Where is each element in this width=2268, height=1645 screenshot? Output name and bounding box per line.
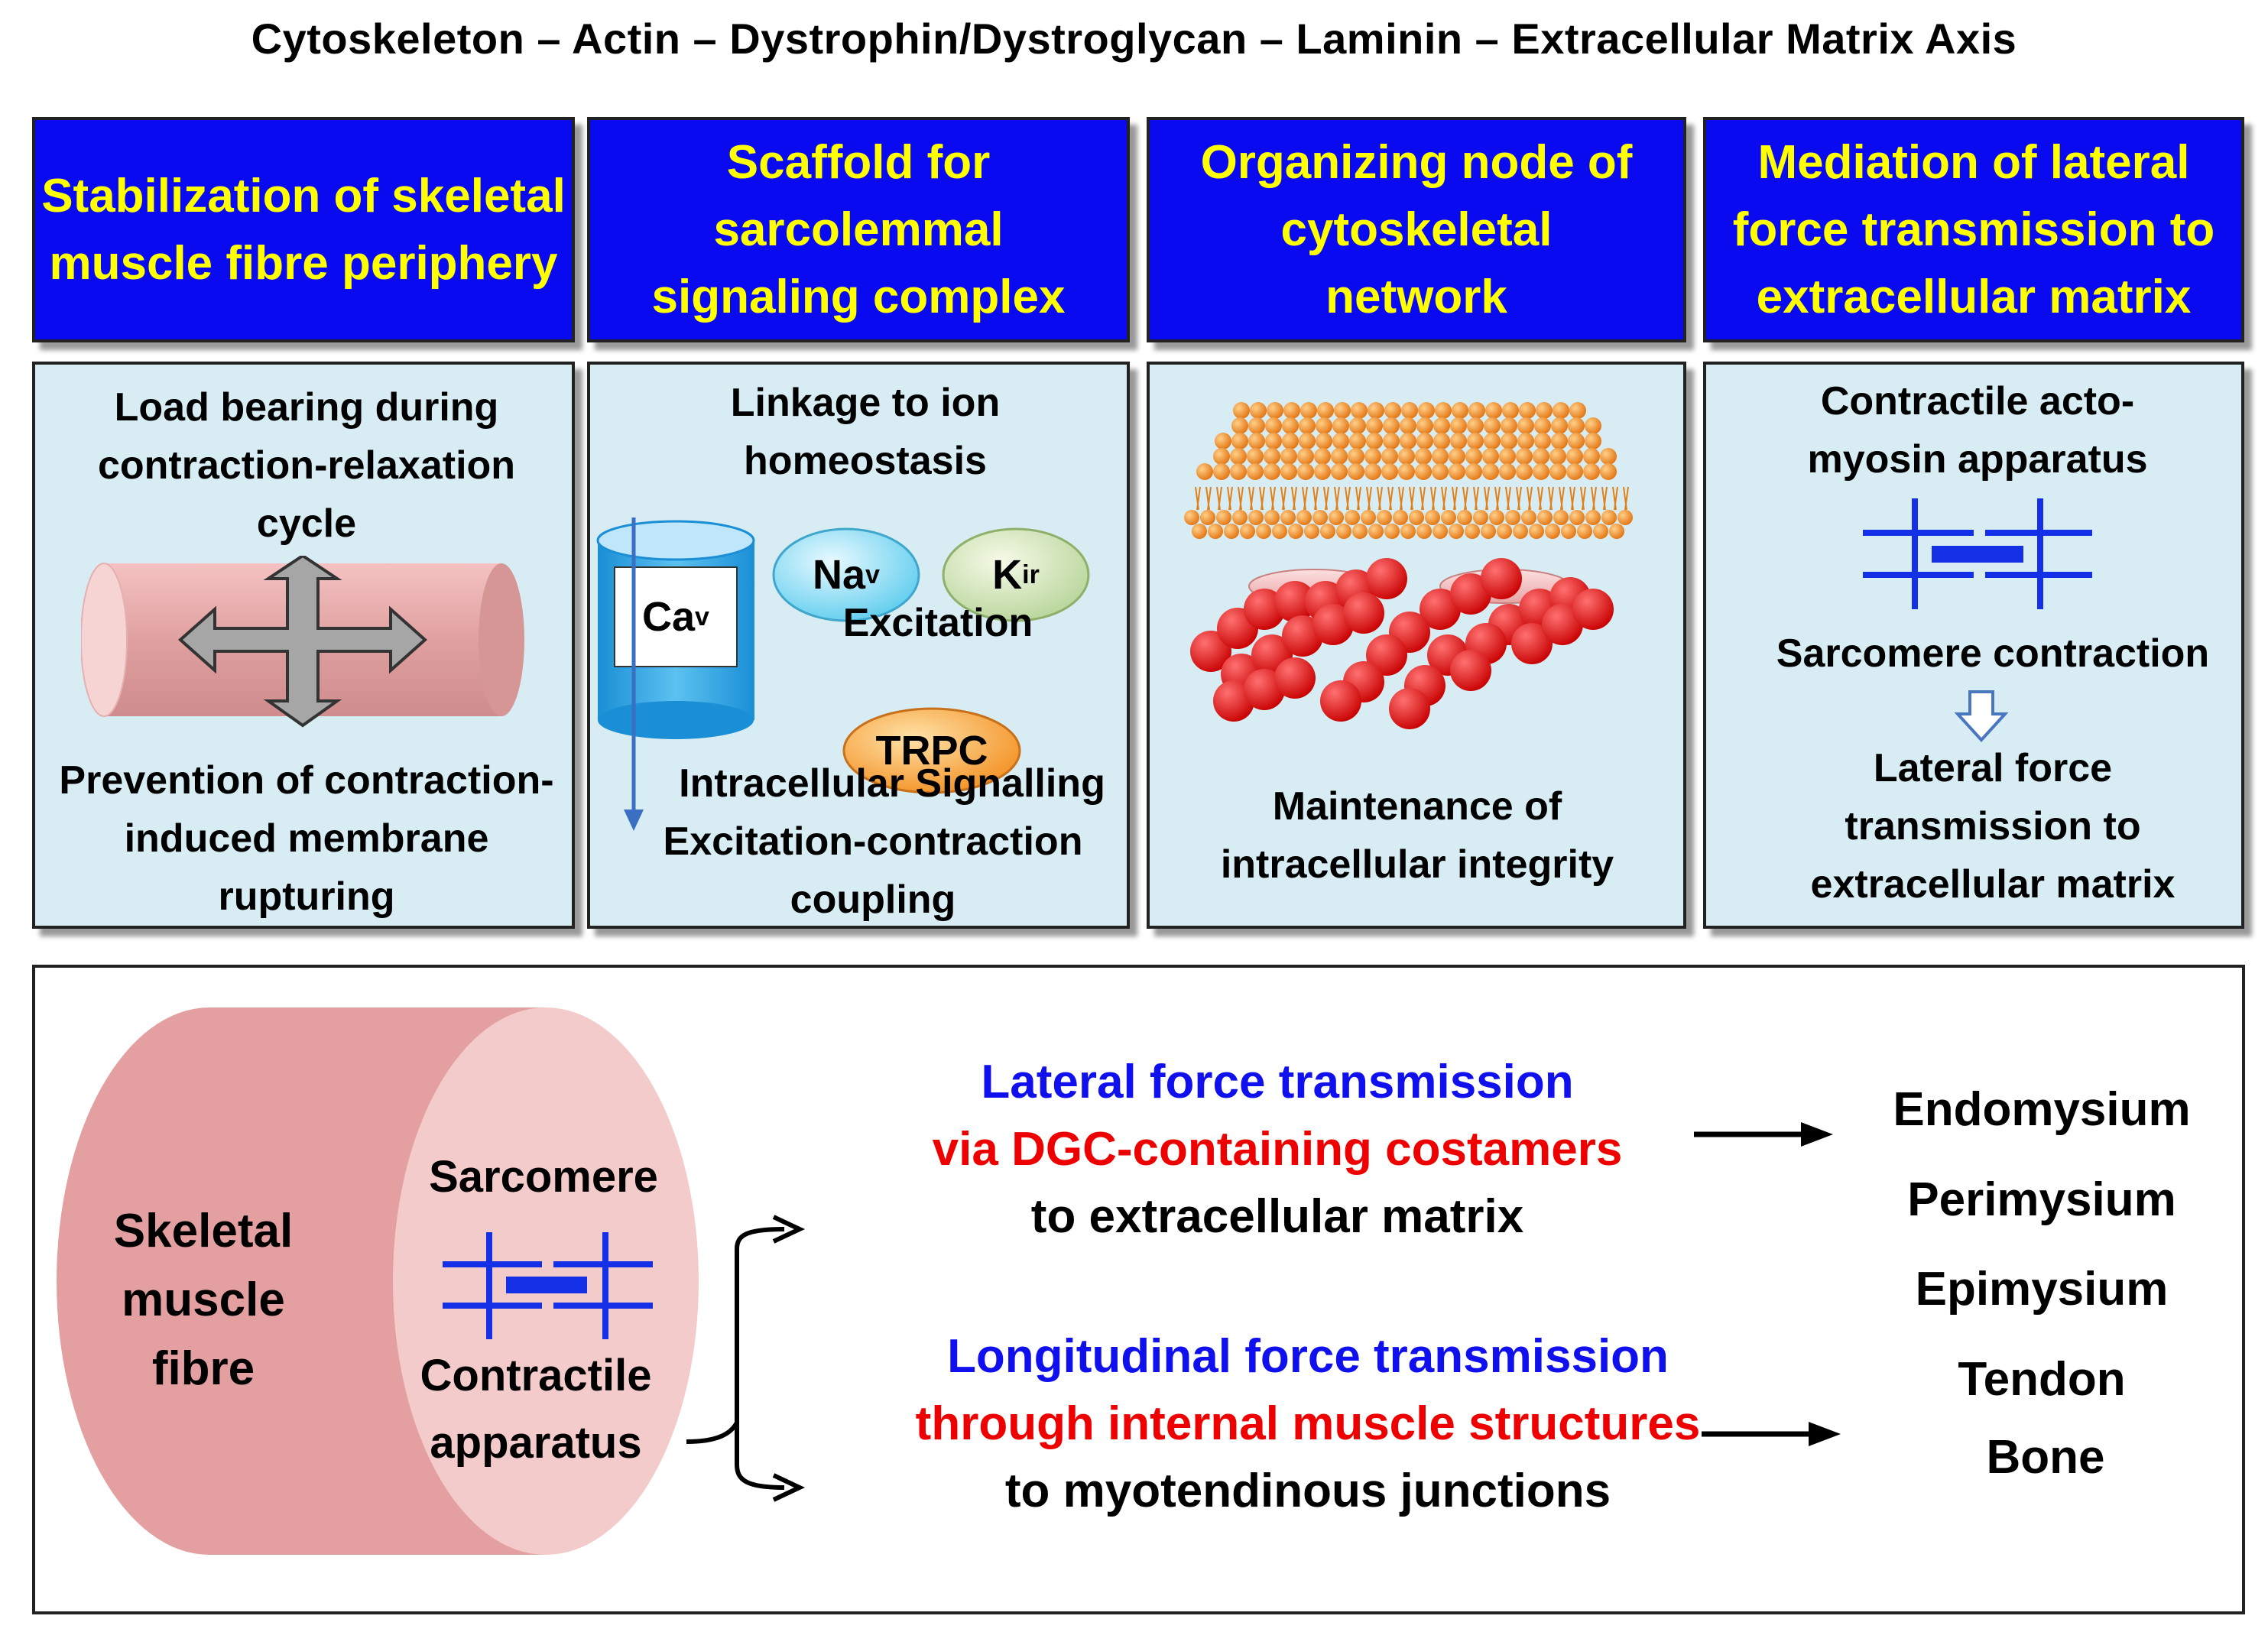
longitudinal-line3: to myotendinous junctions [1004, 1465, 1611, 1517]
bone-label: Bone [1986, 1431, 2105, 1484]
lateral-line1: Lateral force transmission [981, 1056, 1574, 1108]
trpc-channel-icon [842, 707, 1021, 794]
kir-channel-icon [942, 527, 1090, 622]
header-stabilization: Stabilization of skeletal muscle fibre p… [32, 117, 575, 342]
tendon-label: Tendon [1958, 1353, 2126, 1406]
linkage-text: Linkage to ion homeostasis [730, 381, 1001, 483]
muscle-cylinder-icon [81, 556, 524, 728]
acto-myosin-text: Contractile acto-myosin apparatus [1807, 379, 2148, 482]
panel-stabilization: Load bearing during contraction-relaxati… [32, 362, 575, 929]
lateral-force-text: Lateral force transmission to extracellu… [1810, 746, 2176, 907]
epimysium-label: Epimysium [1915, 1263, 2169, 1316]
contractile-apparatus-label: Contractile apparatus [420, 1351, 652, 1468]
four-way-arrow-icon [177, 556, 428, 728]
panel-organizing-node: Maintenance of intracellular integrity [1147, 362, 1686, 929]
trpc-label: TRPC [875, 728, 988, 774]
maintenance-text: Maintenance of intracellular integrity [1220, 784, 1614, 887]
membrane-cytoskeleton-diagram [1184, 402, 1633, 729]
sarcomere-label: Sarcomere [429, 1152, 658, 1202]
load-bearing-text: Load bearing during contraction-relaxati… [97, 385, 516, 546]
intracellular-signalling-text: Intracellular Signalling [679, 761, 1105, 806]
lipid-bilayer-icon [1184, 402, 1633, 539]
endomysium-label: Endomysium [1893, 1083, 2191, 1136]
header-organizing-node: Organizing node of cytoskeletal network [1147, 117, 1686, 342]
longitudinal-line2: through internal muscle structures [915, 1397, 1701, 1450]
lateral-line2: via DGC-containing costamers [932, 1123, 1623, 1176]
actin-filament-icon [1190, 558, 1614, 729]
muscle-fibre-icon [57, 1007, 699, 1555]
arrow-to-ecm-icon [1694, 1122, 1833, 1147]
down-arrow-icon [1955, 690, 2008, 742]
branch-arrow-lower-icon [735, 1396, 806, 1502]
perimysium-label: Perimysium [1907, 1173, 2176, 1226]
branch-arrows-icon [686, 1215, 806, 1444]
ec-coupling-text: Excitation-contraction coupling [663, 819, 1083, 922]
sarcomere-icon [1863, 498, 2092, 609]
header-lateral-force: Mediation of lateral force transmission … [1703, 117, 2244, 342]
skeletal-muscle-fibre-label: Skeletal muscle fibre [113, 1205, 294, 1395]
arrow-to-tendon-icon [1702, 1422, 1841, 1446]
lateral-line3: to extracellular matrix [1030, 1190, 1524, 1243]
panel-lateral-force: Contractile acto-myosin apparatus Sarcom… [1703, 362, 2244, 929]
sarcomere-contraction-text: Sarcomere contraction [1776, 631, 2210, 676]
nav-channel-icon [772, 527, 920, 622]
prevention-text: Prevention of contraction-induced membra… [59, 758, 554, 919]
force-transmission-panel: Skeletal muscle fibre Sarcomere Contract… [32, 965, 2245, 1614]
page-title: Cytoskeleton – Actin – Dystrophin/Dystro… [251, 15, 2017, 63]
excitation-text: Excitation [842, 601, 1033, 645]
longitudinal-line1: Longitudinal force transmission [947, 1330, 1669, 1383]
cav-channel-icon [596, 518, 755, 831]
ion-channel-diagram [596, 518, 1090, 831]
header-scaffold: Scaffold for sarcolemmal signaling compl… [587, 117, 1130, 342]
